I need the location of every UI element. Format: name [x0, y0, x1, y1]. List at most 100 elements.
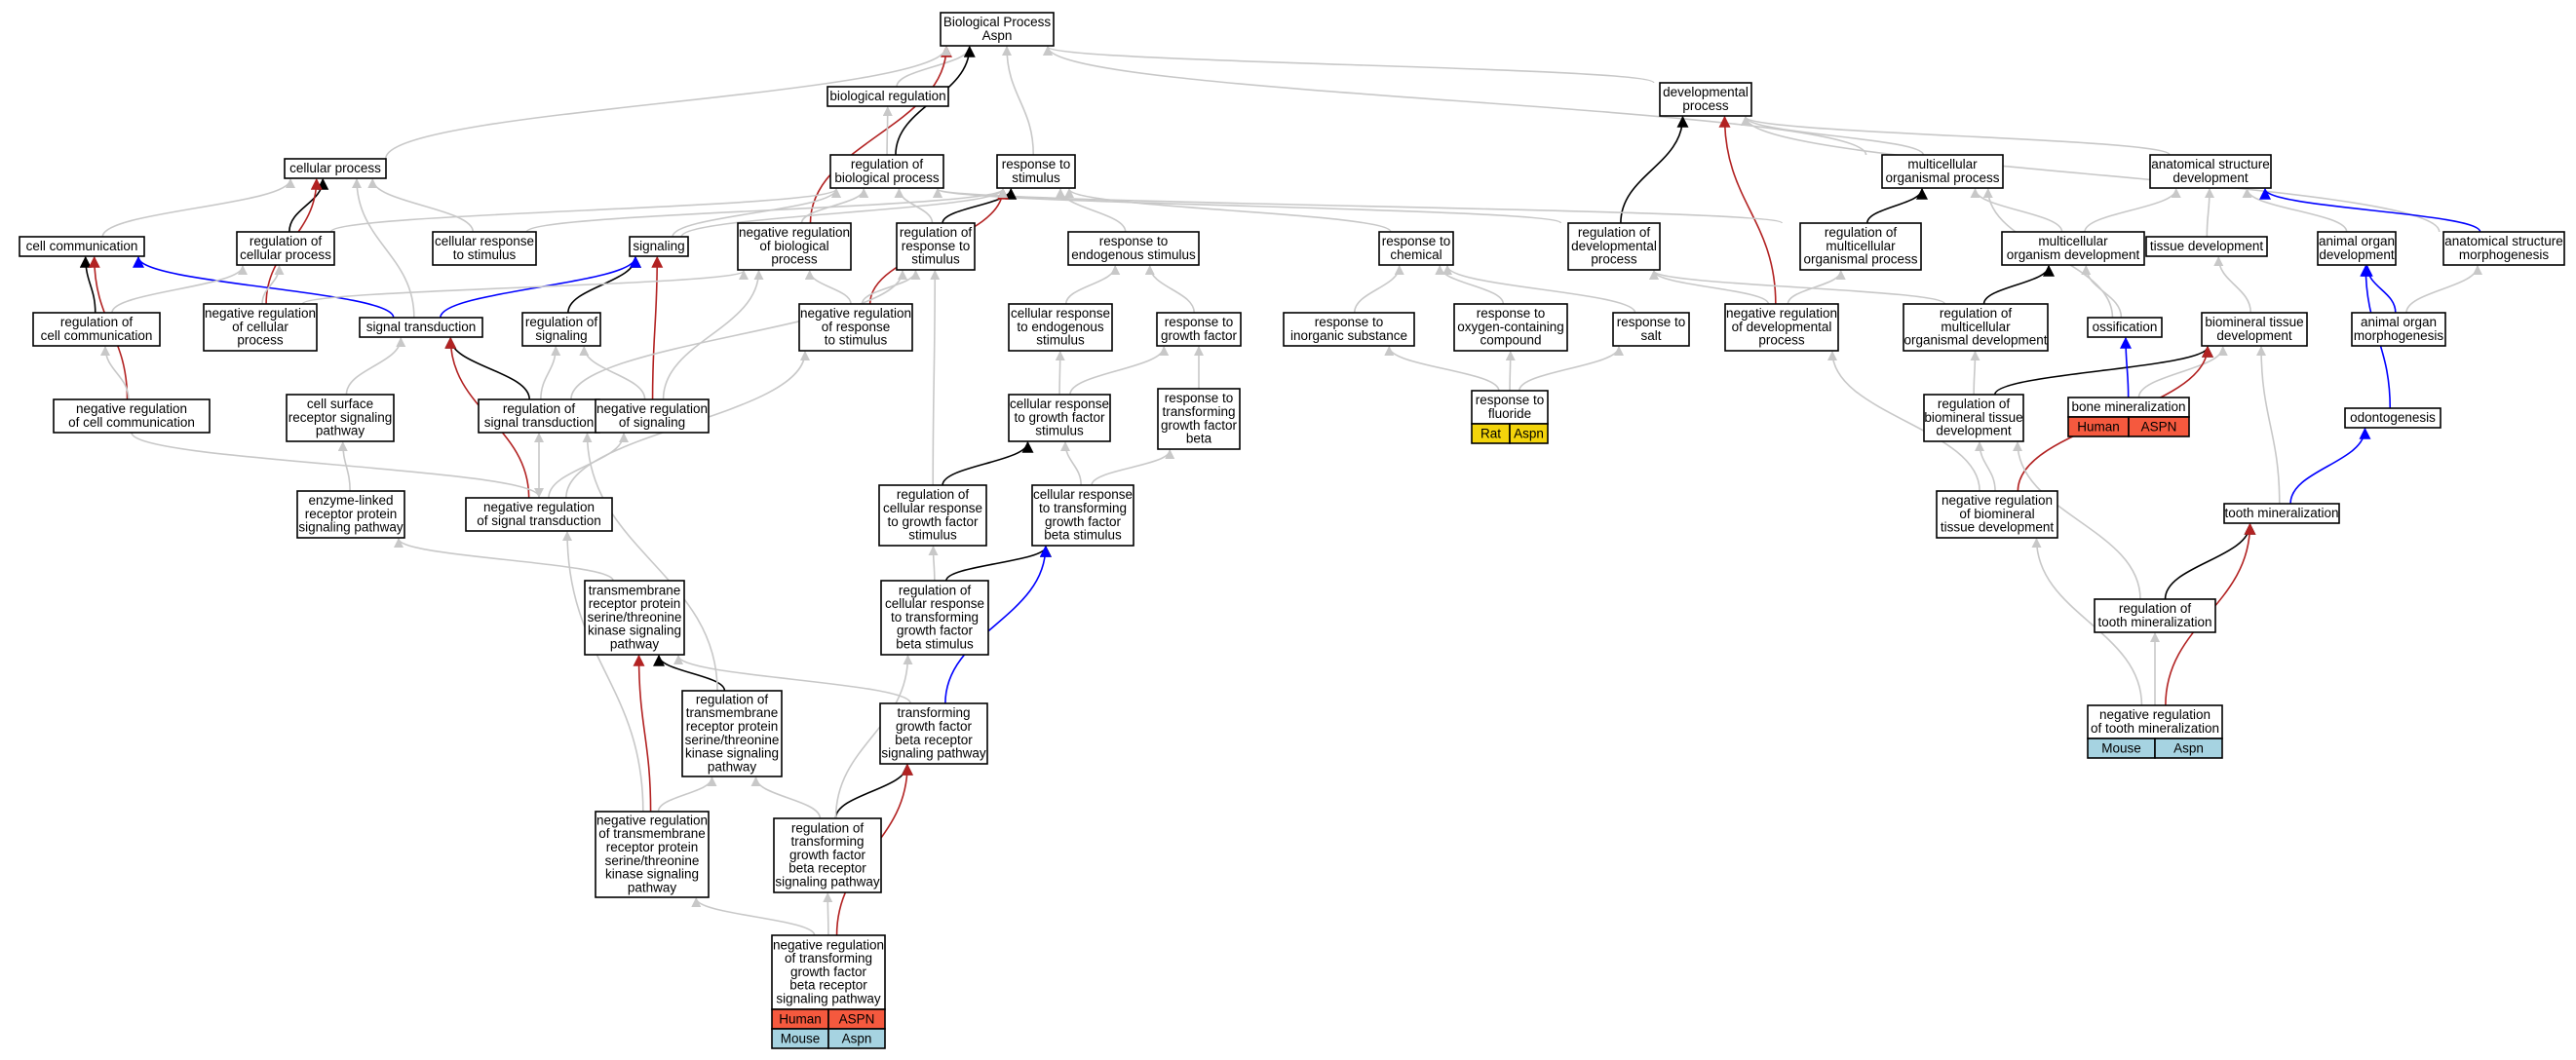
go-term-label-line: growth factor — [790, 965, 867, 979]
go-term-box — [1008, 303, 1113, 352]
go-term-label-line: cell communication — [41, 328, 153, 343]
go-term-label-line: negative regulation — [483, 500, 595, 514]
go-term-label-line: kinase signaling — [588, 624, 681, 638]
edge-positively-regulates-tgfbrsp-to-cellresptgfb — [944, 545, 1052, 704]
go-term-label-line: to transforming — [891, 610, 979, 625]
go-term-label-line: pathway — [708, 759, 757, 774]
edge-is-a-anatdev-to-devproc — [1741, 116, 2171, 156]
edge-is-a-respendo-to-resp — [1056, 188, 1127, 233]
go-term-label-line: transforming — [897, 705, 970, 720]
go-term-box — [465, 497, 613, 532]
edge-is-a-regcellresptgfb-to-regcellrespgf — [928, 546, 939, 582]
go-term-node-tissuedev[interactable]: tissue development — [2145, 236, 2268, 257]
go-term-label-line: of cellular — [232, 320, 288, 334]
edge-is-a-resp-to-bp — [1002, 46, 1035, 156]
edge-is-a-negregsig-to-regsig — [579, 346, 646, 400]
go-term-label-line: tissue development — [2150, 239, 2264, 253]
edge-is-a-animorgmorph-to-anatmorph — [2405, 265, 2482, 314]
go-term-box — [896, 222, 976, 271]
go-term-node-toothmin[interactable]: tooth mineralization — [2223, 503, 2340, 524]
go-term-label-line: response to — [1099, 234, 1169, 248]
go-term-label-line: regulation of — [851, 157, 924, 171]
go-term-label-line: animal organ — [2319, 234, 2395, 248]
go-term-node-sigtrans[interactable]: signal transduction — [359, 317, 483, 338]
go-term-label-line: pathway — [316, 424, 365, 438]
go-term-label-line: negative regulation — [205, 306, 316, 321]
edge-is-a-respfluor-to-respoxy — [1505, 351, 1516, 392]
go-term-node-bioreg[interactable]: biological regulation — [827, 86, 949, 107]
go-term-box — [2087, 317, 2163, 338]
go-term-box — [1031, 484, 1134, 547]
go-term-label-line: cellular response — [435, 234, 534, 248]
go-term-box — [1659, 82, 1752, 117]
go-term-box — [737, 222, 852, 271]
go-term-node-ossif[interactable]: ossification — [2087, 317, 2163, 338]
go-term-node-odonto[interactable]: odontogenesis — [2344, 407, 2441, 429]
go-term-node-cellcomm[interactable]: cell communication — [19, 236, 145, 257]
edge-is-a-negregcellproc-to-regcellproc — [261, 265, 285, 305]
go-term-node-cellproc[interactable]: cellular process — [284, 158, 387, 179]
go-term-label-line: beta — [1186, 432, 1212, 446]
go-term-label-line: response to — [1165, 315, 1234, 329]
go-term-label-line: process — [1758, 333, 1805, 348]
go-term-node-signaling[interactable]: signaling — [629, 236, 689, 257]
go-term-label-line: ossification — [2093, 320, 2158, 334]
go-term-box — [432, 231, 537, 266]
go-term-label-line: signaling pathway — [775, 874, 880, 889]
go-term-label-line: negative regulation — [76, 401, 187, 416]
